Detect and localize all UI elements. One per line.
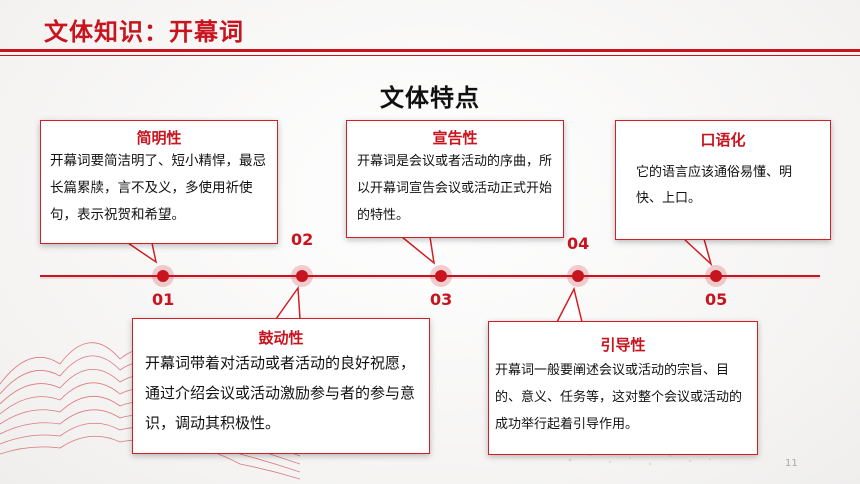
feature-box-04: 引导性 开幕词一般要阐述会议或活动的宗旨、目的、意义、任务等，这对整个会议或活动…: [488, 321, 758, 455]
header-line-thick: [0, 49, 860, 52]
feature-body: 开幕词要简洁明了、短小精悍，最忌长篇累牍，言不及义，多使用祈使句，表示祝贺和希望…: [50, 153, 266, 223]
feature-box-05: 口语化 它的语言应该通俗易懂、明快、上口。: [615, 120, 831, 240]
feature-title: 引导性: [600, 336, 646, 354]
feature-body: 开幕词一般要阐述会议或活动的宗旨、目的、意义、任务等，这对整个会议或活动的成功举…: [495, 363, 743, 432]
timeline-number-04: 04: [567, 234, 590, 253]
feature-title: 宣告性: [432, 129, 478, 147]
timeline-number-05: 05: [705, 290, 728, 309]
timeline-dot-04: [567, 265, 589, 287]
timeline-number-01: 01: [152, 290, 175, 309]
feature-body: 它的语言应该通俗易懂、明快、上口。: [636, 165, 793, 206]
feature-body: 开幕词是会议或者活动的序曲，所以开幕词宣告会议或活动正式开始的特性。: [357, 154, 553, 223]
timeline-number-03: 03: [430, 290, 453, 309]
section-title: 文体特点: [380, 84, 480, 112]
feature-box-03: 宣告性 开幕词是会议或者活动的序曲，所以开幕词宣告会议或活动正式开始的特性。: [346, 120, 564, 238]
feature-box-01: 简明性 开幕词要简洁明了、短小精悍，最忌长篇累牍，言不及义，多使用祈使句，表示祝…: [40, 120, 278, 244]
timeline-dot-02: [291, 265, 313, 287]
feature-title: 简明性: [136, 129, 182, 147]
feature-title: 鼓动性: [258, 329, 304, 347]
timeline-dot-05: [705, 265, 727, 287]
page-number: 11: [785, 458, 798, 469]
header: 文体知识：开幕词: [0, 0, 860, 56]
timeline: [40, 265, 820, 287]
feature-body: 开幕词带着对活动或者活动的良好祝愿，通过介绍会议或活动激励参与者的参与意识，调动…: [145, 354, 416, 432]
timeline-dot-01: [152, 265, 174, 287]
header-line-thin: [0, 55, 860, 56]
feature-box-02: 鼓动性 开幕词带着对活动或者活动的良好祝愿，通过介绍会议或活动激励参与者的参与意…: [132, 318, 430, 454]
page-title: 文体知识：开幕词: [44, 18, 244, 46]
feature-title: 口语化: [700, 131, 746, 149]
timeline-dot-03: [430, 265, 452, 287]
timeline-number-02: 02: [291, 230, 314, 249]
